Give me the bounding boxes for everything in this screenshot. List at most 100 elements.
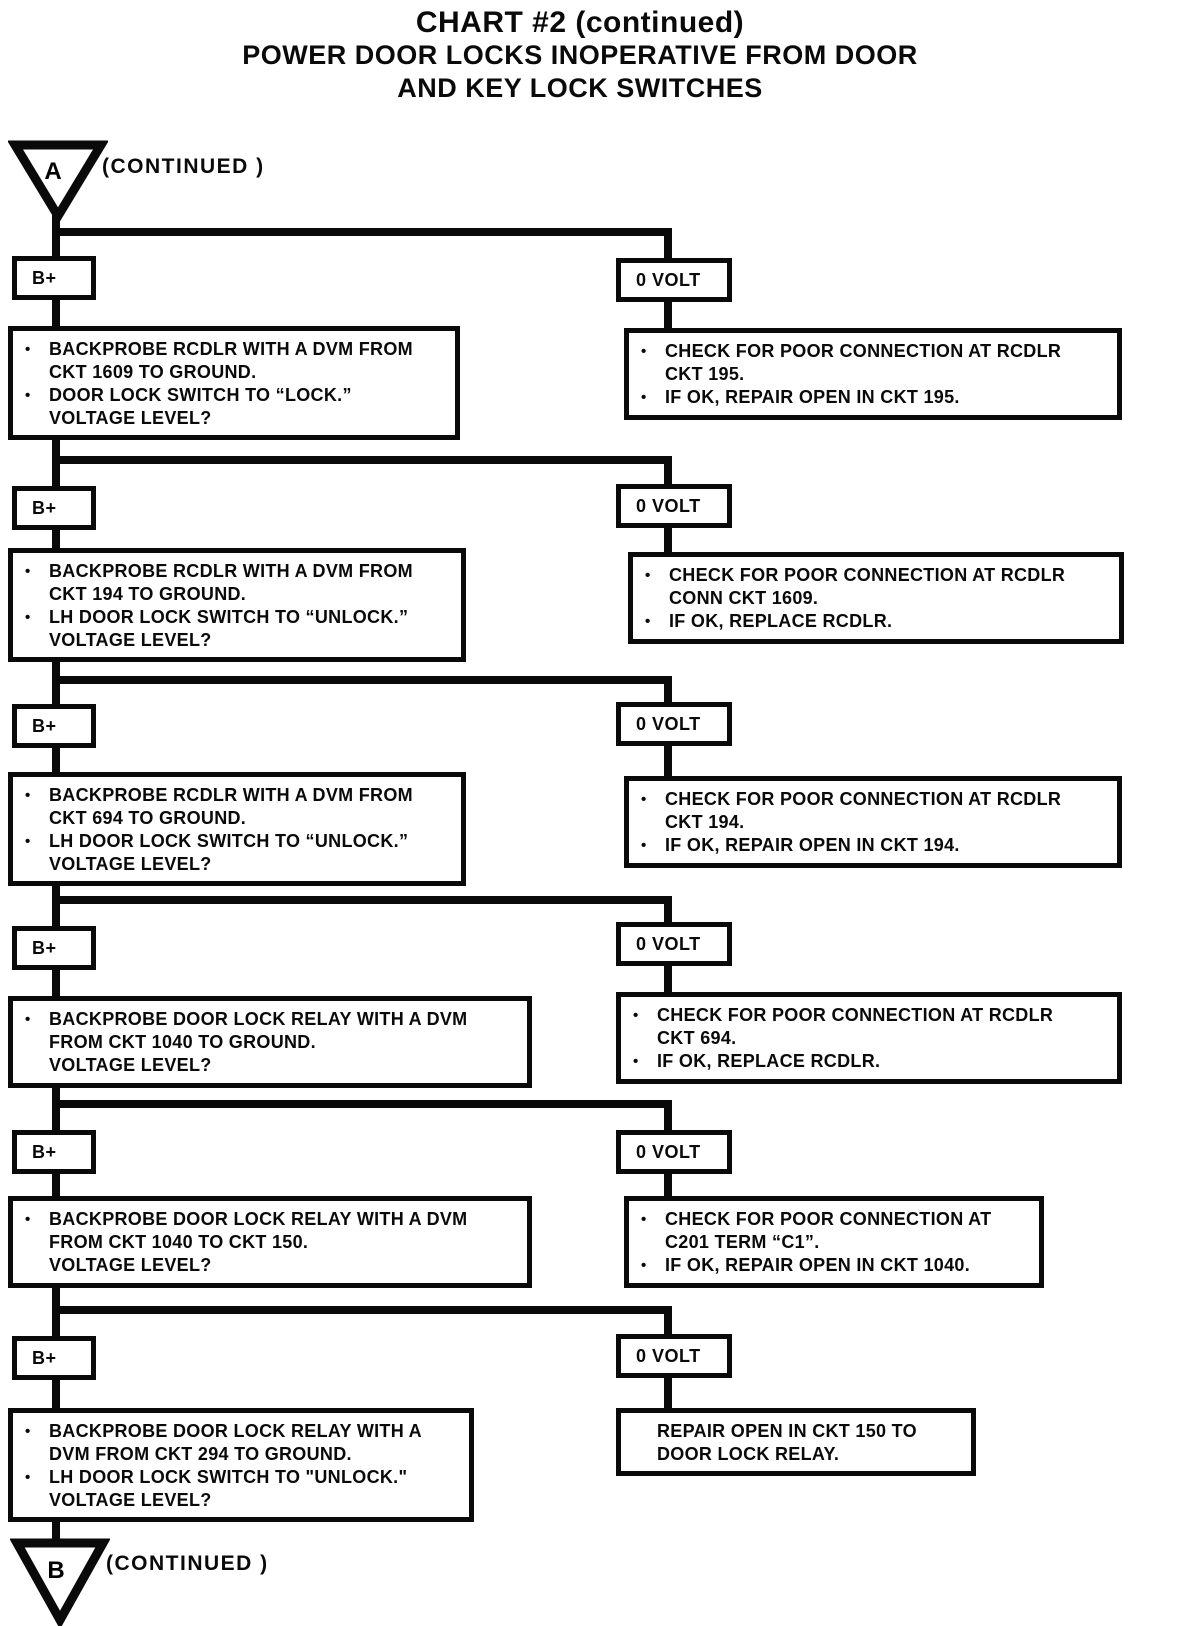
continue-marker-b: B [10, 1538, 110, 1626]
bullet-glyph: • [25, 1011, 31, 1028]
text-line: VOLTAGE LEVEL? [25, 407, 451, 430]
line-text: CKT 195. [665, 364, 745, 384]
bullet-glyph [25, 1054, 49, 1077]
text-line: • BACKPROBE RCDLR WITH A DVM FROM [25, 338, 451, 361]
text-line: CKT 694. [633, 1027, 1113, 1050]
branch-line [52, 1100, 672, 1108]
zero-volt-box: 0 VOLT [616, 1130, 732, 1174]
zero-volt-box: 0 VOLT [616, 922, 732, 966]
line-text: CHECK FOR POOR CONNECTION AT RCDLR [657, 1005, 1054, 1025]
zero-volt-box: 0 VOLT [616, 1334, 732, 1378]
text-line: •BACKPROBE RCDLR WITH A DVM FROM [25, 560, 457, 583]
text-line: VOLTAGE LEVEL? [25, 1054, 523, 1077]
bullet-glyph: • [633, 1007, 639, 1024]
text-line: •IF OK, REPLACE RCDLR. [633, 1050, 1113, 1073]
zero-volt-label: 0 VOLT [636, 495, 701, 516]
line-text: LH DOOR LOCK SWITCH TO "UNLOCK." [49, 1467, 408, 1487]
triangle-b-shape [10, 1538, 110, 1626]
line-text: CKT 194 TO GROUND. [49, 584, 247, 604]
triangle-a-letter: A [44, 158, 61, 185]
bullet-glyph [633, 1443, 657, 1466]
bullet-glyph: • [25, 609, 31, 626]
zero-volt-box: 0 VOLT [616, 258, 732, 302]
bullet-glyph: • [641, 837, 647, 854]
bullet-glyph: • [641, 791, 647, 808]
question-box: • BACKPROBE DOOR LOCK RELAY WITH A DVM FRO… [8, 996, 532, 1088]
line-text: CHECK FOR POOR CONNECTION AT RCDLR [665, 341, 1062, 361]
line-text: DOOR LOCK SWITCH TO “LOCK.” [49, 385, 352, 405]
bullet-glyph [25, 629, 49, 652]
zero-volt-label: 0 VOLT [636, 1345, 701, 1366]
bullet-glyph [25, 853, 49, 876]
line-text: CKT 194. [665, 812, 745, 832]
bullet-glyph: • [641, 343, 647, 360]
line-text: VOLTAGE LEVEL? [49, 854, 212, 874]
line-text: BACKPROBE RCDLR WITH A DVM FROM [49, 339, 413, 359]
text-line: FROM CKT 1040 TO GROUND. [25, 1031, 523, 1054]
text-line: CKT 195. [641, 363, 1113, 386]
chart-title-line2: POWER DOOR LOCKS INOPERATIVE FROM DOOR [242, 40, 918, 70]
line-text: FROM CKT 1040 TO GROUND. [49, 1032, 316, 1052]
bullet-glyph: • [25, 563, 31, 580]
bullet-glyph [641, 363, 665, 386]
bullet-glyph [25, 407, 49, 430]
chart-title: CHART #2 (continued) POWER DOOR LOCKS IN… [0, 6, 1160, 105]
bullet-glyph [25, 1031, 49, 1054]
line-text: IF OK, REPAIR OPEN IN CKT 195. [665, 387, 960, 407]
bullet-glyph: • [645, 567, 651, 584]
bullet-glyph [633, 1027, 657, 1050]
bullet-glyph: • [25, 341, 31, 358]
line-text: CHECK FOR POOR CONNECTION AT RCDLR [665, 789, 1062, 809]
bullet-glyph [25, 1254, 49, 1277]
line-text: CONN CKT 1609. [669, 588, 819, 608]
zero-volt-label: 0 VOLT [636, 269, 701, 290]
line-text: VOLTAGE LEVEL? [49, 630, 212, 650]
bplus-box: B+ [12, 1336, 96, 1380]
bplus-label: B+ [32, 267, 57, 288]
text-line: VOLTAGE LEVEL? [25, 853, 457, 876]
text-line: • BACKPROBE DOOR LOCK RELAY WITH A DVM [25, 1008, 523, 1031]
line-text: VOLTAGE LEVEL? [49, 1255, 212, 1275]
line-text: LH DOOR LOCK SWITCH TO “UNLOCK.” [49, 831, 409, 851]
text-line: REPAIR OPEN IN CKT 150 TO [633, 1420, 967, 1443]
text-line: CKT 1609 TO GROUND. [25, 361, 451, 384]
text-line: •BACKPROBE DOOR LOCK RELAY WITH A DVM [25, 1208, 523, 1231]
text-line: • LH DOOR LOCK SWITCH TO "UNLOCK." [25, 1466, 465, 1489]
text-line: C201 TERM “C1”. [641, 1231, 1035, 1254]
bullet-glyph: • [25, 1469, 31, 1486]
branch-line [52, 456, 672, 464]
text-line: •BACKPROBE RCDLR WITH A DVM FROM [25, 784, 457, 807]
text-line: •LH DOOR LOCK SWITCH TO “UNLOCK.” [25, 830, 457, 853]
bullet-glyph: • [25, 1211, 31, 1228]
branch-line [52, 896, 672, 904]
branch-line [52, 1306, 672, 1314]
line-text: IF OK, REPLACE RCDLR. [657, 1051, 881, 1071]
branch-line [52, 676, 672, 684]
text-line: •IF OK, REPLACE RCDLR. [645, 610, 1115, 633]
text-line: CKT 194. [641, 811, 1113, 834]
bplus-box: B+ [12, 926, 96, 970]
bullet-glyph: • [641, 1257, 647, 1274]
line-text: FROM CKT 1040 TO CKT 150. [49, 1232, 309, 1252]
text-line: •IF OK, REPAIR OPEN IN CKT 1040. [641, 1254, 1035, 1277]
text-line: DVM FROM CKT 294 TO GROUND. [25, 1443, 465, 1466]
zero-volt-label: 0 VOLT [636, 1141, 701, 1162]
text-line: VOLTAGE LEVEL? [25, 1254, 523, 1277]
chart-title-line3: AND KEY LOCK SWITCHES [397, 73, 763, 103]
text-line: •CHECK FOR POOR CONNECTION AT [641, 1208, 1035, 1231]
text-line: • CHECK FOR POOR CONNECTION AT RCDLR [641, 340, 1113, 363]
line-text: REPAIR OPEN IN CKT 150 TO [657, 1421, 917, 1441]
line-text: C201 TERM “C1”. [665, 1232, 820, 1252]
text-line: FROM CKT 1040 TO CKT 150. [25, 1231, 523, 1254]
line-text: BACKPROBE DOOR LOCK RELAY WITH A DVM [49, 1009, 468, 1029]
zero-volt-box: 0 VOLT [616, 702, 732, 746]
action-box: • CHECK FOR POOR CONNECTION AT RCDLR CKT 1… [624, 776, 1122, 868]
text-line: • CHECK FOR POOR CONNECTION AT RCDLR [633, 1004, 1113, 1027]
bullet-glyph: • [25, 1423, 31, 1440]
